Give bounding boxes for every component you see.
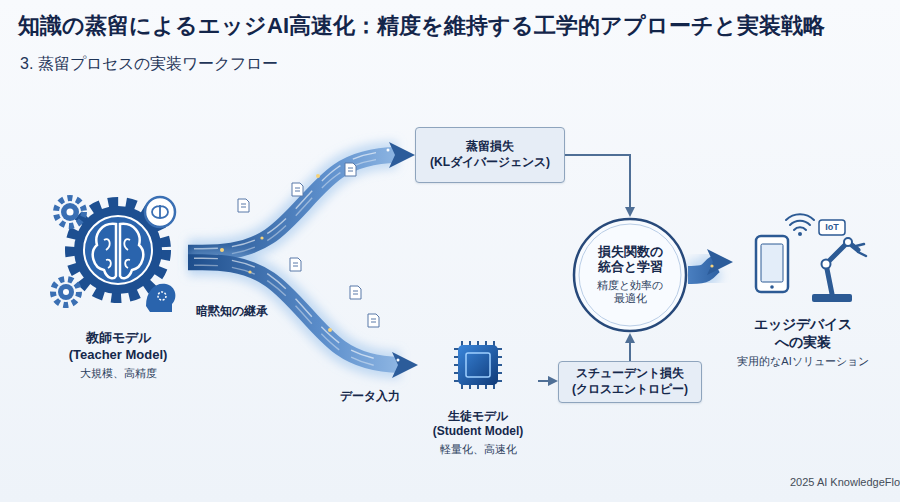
spark-dot bbox=[710, 264, 713, 267]
loss-box: スチューデント損失 (クロスエントロピー) bbox=[558, 361, 702, 403]
flow-streak bbox=[688, 265, 733, 278]
teacher-model-node: 教師モデル (Teacher Model) 大規模、高精度 bbox=[48, 190, 188, 380]
node-heading: 蒸留損失 (KLダイバージェンス) bbox=[422, 139, 558, 170]
connector-arrow bbox=[538, 380, 558, 382]
spark-dot bbox=[260, 236, 263, 239]
spark-dot bbox=[387, 149, 390, 152]
flow-arrow bbox=[688, 262, 733, 275]
loss-box: 蒸留損失 (KLダイバージェンス) bbox=[415, 127, 565, 183]
connector-group bbox=[538, 380, 558, 381]
robot-arm-joint bbox=[844, 238, 852, 246]
document-icon bbox=[292, 183, 303, 196]
brain-symbol bbox=[93, 224, 116, 278]
node-body: 精度と効率の最適化 bbox=[596, 279, 664, 305]
flow-label: 暗黙知の継承 bbox=[196, 303, 268, 320]
circle-outline bbox=[574, 219, 686, 331]
smartphone-button bbox=[770, 285, 774, 289]
connector-group bbox=[688, 258, 733, 278]
subtitle: 3. 蒸留プロセスの実装ワークフロー bbox=[20, 54, 278, 75]
iot-badge bbox=[819, 220, 845, 235]
wireless-symbol bbox=[786, 214, 814, 230]
flow-glow bbox=[688, 262, 733, 275]
node-heading: 損失関数の統合と学習 bbox=[596, 245, 664, 276]
chip-core bbox=[466, 353, 490, 377]
robot-gripper bbox=[856, 244, 866, 256]
document-icon bbox=[290, 258, 301, 271]
spark-dot bbox=[220, 248, 224, 252]
brain-bubble bbox=[145, 197, 175, 227]
small-gear bbox=[67, 209, 74, 216]
small-gear bbox=[158, 292, 166, 300]
spark-dot bbox=[248, 270, 251, 273]
small-gear bbox=[56, 198, 84, 226]
node-heading: 生徒モデル (Student Model) bbox=[427, 409, 529, 440]
document-icon bbox=[238, 199, 249, 212]
small-gear bbox=[63, 289, 69, 295]
small-gear bbox=[58, 284, 74, 300]
flow-streak bbox=[188, 258, 418, 361]
wireless-symbol bbox=[798, 232, 802, 236]
flow-streak bbox=[688, 258, 733, 271]
document-icon bbox=[345, 163, 356, 176]
node-body: 大規模、高精度 bbox=[80, 366, 157, 380]
document-icon bbox=[368, 314, 379, 327]
flow-streak bbox=[188, 151, 415, 249]
brain-symbol bbox=[104, 239, 130, 268]
robot-arm-symbol bbox=[826, 242, 858, 294]
brain-symbol bbox=[152, 205, 168, 219]
flow-glow bbox=[188, 155, 415, 253]
small-gear bbox=[61, 203, 79, 221]
gear-inner bbox=[84, 216, 152, 284]
iot-label: IoT bbox=[819, 221, 845, 234]
flow-arrow bbox=[188, 155, 415, 253]
connector-arrow bbox=[629, 333, 631, 361]
node-heading: エッジデバイスへの実装 bbox=[752, 316, 854, 352]
connector-group bbox=[630, 333, 631, 361]
node-heading: スチューデント損失 (クロスエントロピー) bbox=[565, 366, 695, 397]
robot-arm-joint bbox=[822, 260, 831, 269]
connector-group bbox=[565, 155, 630, 217]
spark-dot bbox=[328, 328, 332, 332]
circle-ring bbox=[579, 224, 681, 326]
spark-dot bbox=[397, 359, 400, 362]
spark-dot bbox=[316, 174, 320, 178]
student-model-node: 生徒モデル (Student Model) 軽量化、高速化 bbox=[418, 340, 538, 456]
footer-credit: 2025 AI KnowledgeFlow bbox=[790, 476, 900, 488]
flow-streak bbox=[188, 158, 415, 256]
process-circle: 損失関数の統合と学習精度と効率の最適化 bbox=[572, 217, 688, 333]
head-silhouette bbox=[146, 284, 175, 312]
connector-arrow bbox=[565, 155, 630, 217]
deployment-node: エッジデバイスへの実装実用的なAIソリューション bbox=[733, 196, 873, 368]
document-icon bbox=[350, 286, 361, 299]
node-heading: 教師モデル (Teacher Model) bbox=[62, 330, 174, 363]
chip-pins bbox=[454, 341, 502, 389]
diagram-title: 知識の蒸留によるエッジAI高速化：精度を維持する工学的アプローチと実装戦略 bbox=[18, 12, 898, 41]
small-gear bbox=[53, 279, 79, 305]
chip-body bbox=[458, 345, 498, 385]
node-body: 実用的なAIソリューション bbox=[737, 354, 868, 368]
smartphone-screen bbox=[761, 244, 783, 282]
flow-streak bbox=[188, 265, 418, 368]
edge-label: データ入力 bbox=[340, 388, 400, 405]
brain-symbol bbox=[120, 224, 143, 278]
connector-group bbox=[188, 258, 418, 368]
circle-outline bbox=[572, 217, 688, 333]
node-body: 軽量化、高速化 bbox=[440, 442, 517, 456]
smartphone-symbol bbox=[756, 236, 788, 292]
connector-group bbox=[188, 151, 415, 256]
